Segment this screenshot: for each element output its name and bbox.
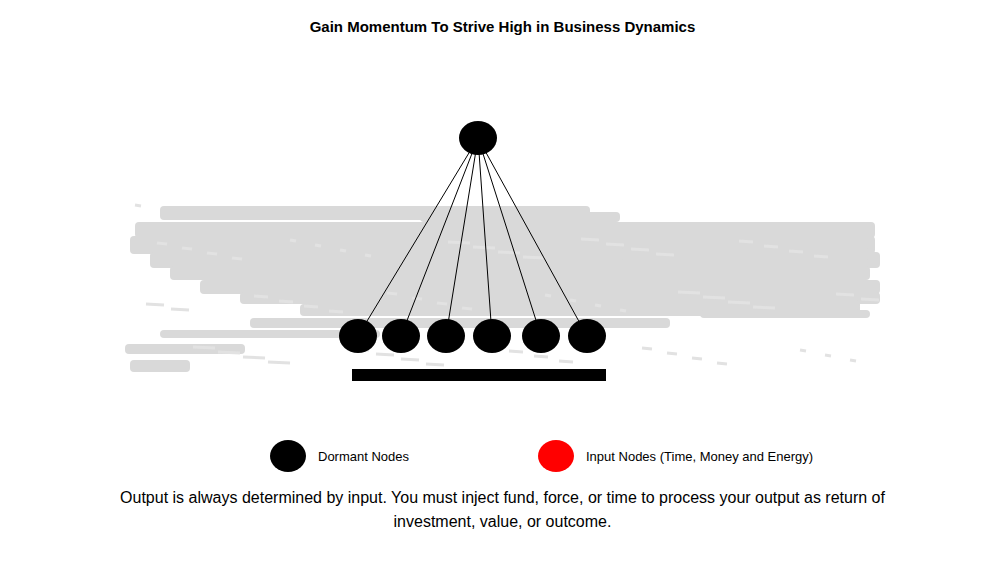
- brush-speck: [753, 307, 775, 308]
- brush-speck: [340, 250, 346, 251]
- brush-speck: [739, 241, 753, 242]
- brush-speck: [268, 362, 290, 363]
- brush-speck: [534, 356, 548, 357]
- pendulum-string: [446, 138, 478, 336]
- brush-speck: [462, 308, 472, 309]
- dormant-node-ball: [568, 319, 606, 353]
- brush-speck: [412, 298, 422, 299]
- brush-speck: [814, 256, 828, 257]
- brush-speck: [279, 301, 293, 302]
- brush-stroke: [125, 205, 880, 372]
- brush-speck: [631, 249, 649, 250]
- brush-speck: [329, 311, 343, 312]
- brush-speck: [243, 357, 265, 358]
- brush-speck: [498, 252, 520, 253]
- legend-swatch: [270, 440, 306, 472]
- brush-speck: [642, 348, 652, 349]
- brush-streak: [560, 300, 860, 310]
- brush-speck: [232, 258, 242, 259]
- pendulum-string: [478, 138, 541, 336]
- dormant-node-ball: [382, 319, 420, 353]
- brush-speck: [581, 239, 599, 240]
- brush-speck: [678, 292, 700, 293]
- brush-streak: [125, 344, 245, 354]
- brush-speck: [304, 306, 318, 307]
- brush-speck: [426, 364, 444, 365]
- base-bar: [352, 369, 606, 381]
- brush-speck: [570, 300, 576, 301]
- brush-speck: [728, 302, 750, 303]
- dormant-node-ball: [473, 319, 511, 353]
- brush-speck: [656, 254, 674, 255]
- dormant-node-ball: [339, 319, 377, 353]
- brush-speck: [207, 253, 217, 254]
- brush-speck: [437, 303, 447, 304]
- pendulum-string: [358, 138, 478, 336]
- brush-speck: [448, 242, 470, 243]
- brush-speck: [182, 248, 192, 249]
- brush-speck: [401, 359, 419, 360]
- dormant-node-ball: [427, 319, 465, 353]
- brush-streak: [200, 280, 880, 294]
- brush-speck: [171, 309, 189, 310]
- brush-speck: [376, 354, 394, 355]
- brush-streak: [130, 360, 190, 372]
- brush-speck: [315, 245, 321, 246]
- brush-speck: [692, 358, 702, 359]
- legend-text: Dormant Nodes: [318, 449, 409, 464]
- top-node-ball: [459, 121, 497, 155]
- brush-streak: [620, 248, 870, 260]
- brush-speck: [509, 351, 523, 352]
- brush-speck: [559, 361, 573, 362]
- pendulum-string: [478, 138, 587, 336]
- brush-speck: [218, 352, 240, 353]
- pendulum-string: [401, 138, 478, 336]
- brush-speck: [717, 363, 727, 364]
- dormant-node-ball: [522, 319, 560, 353]
- brush-speck: [836, 294, 854, 295]
- brush-speck: [254, 296, 268, 297]
- brush-speck: [667, 353, 677, 354]
- newton-cradle: [339, 121, 606, 381]
- brush-speck: [146, 304, 164, 305]
- brush-speck: [473, 247, 495, 248]
- brush-speck: [703, 297, 725, 298]
- brush-speck: [523, 257, 545, 258]
- brush-speck: [620, 310, 626, 311]
- brush-speck: [135, 205, 141, 206]
- brush-speck: [800, 350, 806, 351]
- title-text: Gain Momentum To Strive High in Business…: [310, 18, 696, 35]
- brush-speck: [606, 244, 624, 245]
- brush-speck: [825, 355, 831, 356]
- brush-speck: [290, 240, 296, 241]
- legend-item: Input Nodes (Time, Money and Energy): [538, 440, 813, 472]
- brush-streak: [700, 310, 870, 318]
- caption-text: Output is always determined by input. Yo…: [120, 489, 885, 530]
- brush-streak: [170, 266, 870, 280]
- legend-swatch: [538, 440, 574, 472]
- pendulum-string: [478, 138, 492, 336]
- brush-speck: [545, 295, 551, 296]
- brush-speck: [850, 360, 856, 361]
- brush-speck: [595, 305, 601, 306]
- brush-speck: [764, 246, 778, 247]
- brush-speck: [861, 299, 879, 300]
- brush-speck: [365, 255, 371, 256]
- brush-speck: [789, 251, 803, 252]
- title: Gain Momentum To Strive High in Business…: [0, 18, 1005, 35]
- brush-speck: [387, 293, 397, 294]
- brush-speck: [157, 243, 167, 244]
- caption: Output is always determined by input. Yo…: [100, 486, 905, 534]
- legend-item: Dormant Nodes: [270, 440, 409, 472]
- legend-text: Input Nodes (Time, Money and Energy): [586, 449, 813, 464]
- brush-speck: [193, 347, 215, 348]
